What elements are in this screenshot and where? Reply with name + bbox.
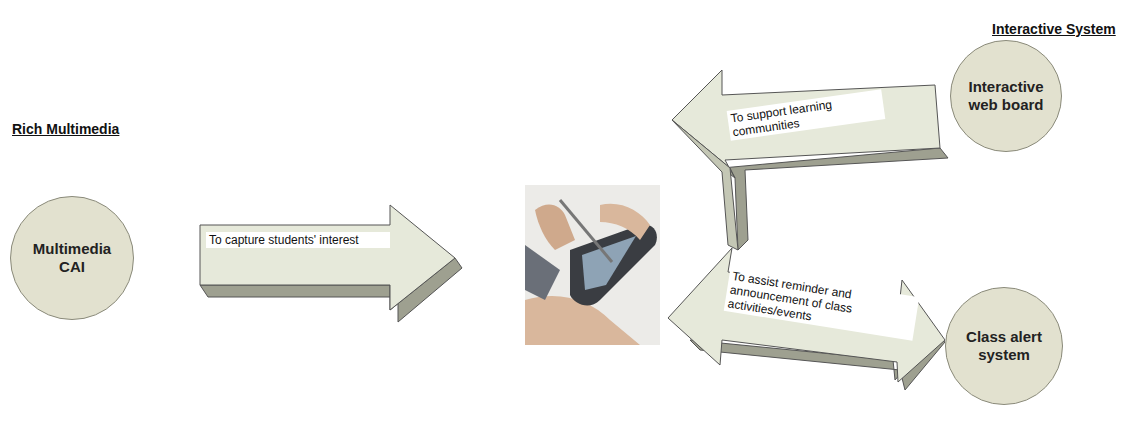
block-arrow — [200, 205, 462, 322]
arrow-label: To capture students' interest — [206, 232, 390, 248]
node-label: Multimedia CAI — [11, 240, 133, 276]
node-label: Interactive web board — [951, 78, 1061, 114]
group-heading: Rich Multimedia — [12, 122, 172, 136]
node-text-group: Class alert system — [946, 328, 1062, 364]
node-text-group: Interactive web board — [951, 78, 1061, 114]
circle-node: Class alert system — [945, 287, 1063, 405]
group-heading: Interactive System — [992, 22, 1146, 36]
node-text-group: Multimedia CAI — [11, 240, 133, 276]
block-arrow — [668, 248, 945, 390]
node-label: Class alert system — [946, 328, 1062, 364]
circle-node: Multimedia CAI — [10, 196, 134, 320]
block-arrow — [672, 70, 948, 250]
phone-photo — [525, 185, 660, 345]
circle-node: Interactive web board — [950, 40, 1062, 152]
